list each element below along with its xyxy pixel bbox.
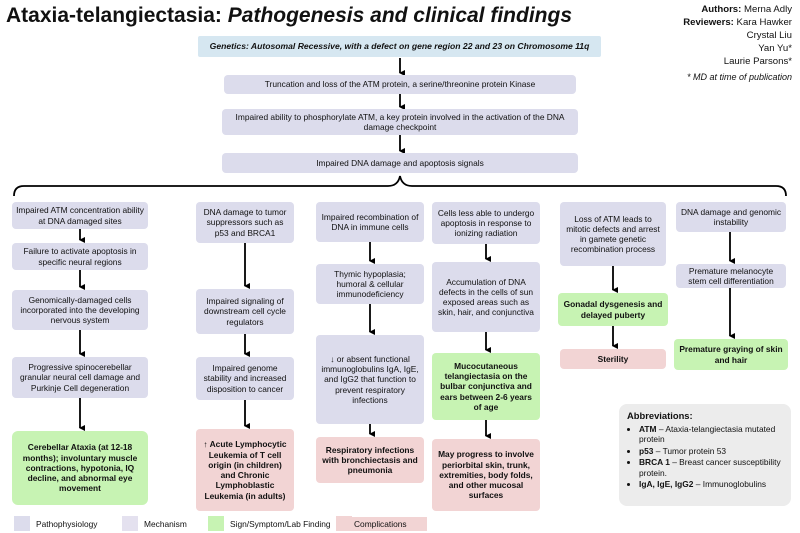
col6-melanocyte-differentiation: Premature melanocyte stem cell different… [676,264,786,288]
legend-swatch [336,516,352,531]
dna-damage-signals-box: Impaired DNA damage and apoptosis signal… [222,153,578,173]
col4-dna-defects-sun: Accumulation of DNA defects in the cells… [432,262,540,332]
legend-swatch [122,516,138,531]
col5-gonadal-dysgenesis: Gonadal dysgenesis and delayed puberty [558,293,668,326]
branch-brace [13,175,787,197]
legend-mechanism: Mechanism [122,516,187,531]
abbr-item: p53 – Tumor protein 53 [639,446,783,457]
abbr-item: BRCA 1 – Breast cancer susceptibility pr… [639,457,783,478]
legend-swatch [14,516,30,531]
col2-cell-cycle-signaling: Impaired signaling of downstream cell cy… [196,289,294,334]
abbreviations-list: ATM – Ataxia-telangiectasia mutated prot… [627,424,783,490]
col5-sterility: Sterility [560,349,666,369]
abbreviations-heading: Abbreviations: [627,410,693,421]
col6-premature-graying: Premature graying of skin and hair [674,339,788,370]
col1-damaged-cells: Genomically-damaged cells incorporated i… [12,290,148,330]
legend-pathophysiology: Pathophysiology [14,516,122,531]
genetics-box: Genetics: Autosomal Recessive, with a de… [198,36,601,57]
legend-complications: Complications [336,516,427,531]
col1-purkinje-degeneration: Progressive spinocerebellar granular neu… [12,357,148,398]
col1-atm-concentration: Impaired ATM concentration ability at DN… [12,202,148,229]
col5-mitotic-defects: Loss of ATM leads to mitotic defects and… [560,202,666,266]
col6-genomic-instability: DNA damage and genomic instability [676,202,786,232]
col3-immunoglobulins: ↓ or absent functional immunoglobulins I… [316,335,424,424]
legend-swatch [208,516,224,531]
page-title: Ataxia-telangiectasia: Pathogenesis and … [6,4,572,27]
abbreviations-panel: Abbreviations: ATM – Ataxia-telangiectas… [619,404,791,506]
col4-telangiectasia: Mucocutaneous telangiectasia on the bulb… [432,353,540,420]
col1-cerebellar-ataxia: Cerebellar Ataxia (at 12-18 months); inv… [12,431,148,505]
reviewer-3: Yan Yu* [758,43,792,54]
col3-thymic-hypoplasia: Thymic hypoplasia; humoral & cellular im… [316,264,424,304]
reviewer-4: Laurie Parsons* [723,56,792,67]
reviewer-2: Crystal Liu [746,30,792,41]
phosphorylation-box: Impaired ability to phosphorylate ATM, a… [222,109,578,135]
col2-leukemia: ↑ Acute Lymphocytic Leukemia of T cell o… [196,429,294,511]
col3-respiratory-infections: Respiratory infections with bronchiectas… [316,437,424,483]
abbr-item: ATM – Ataxia-telangiectasia mutated prot… [639,424,783,445]
reviewers-line: Reviewers: Kara Hawker [683,17,792,28]
col4-ionizing-radiation: Cells less able to undergo apoptosis in … [432,202,540,244]
col4-progression: May progress to involve periorbital skin… [432,439,540,511]
col1-apoptosis-failure: Failure to activate apoptosis in specifi… [12,243,148,270]
publication-note: * MD at time of publication [686,72,792,82]
col3-immune-recombination: Impaired recombination of DNA in immune … [316,202,424,242]
abbr-item: IgA, IgE, IgG2 – Immunoglobulins [639,479,783,490]
authors-line: Authors: Merna Adly [701,4,792,15]
atm-truncation-box: Truncation and loss of the ATM protein, … [224,75,576,94]
col2-genome-stability: Impaired genome stability and increased … [196,357,294,400]
legend-sign-symptom: Sign/Symptom/Lab Finding [208,516,331,531]
col2-tumor-suppressors: DNA damage to tumor suppressors such as … [196,202,294,243]
